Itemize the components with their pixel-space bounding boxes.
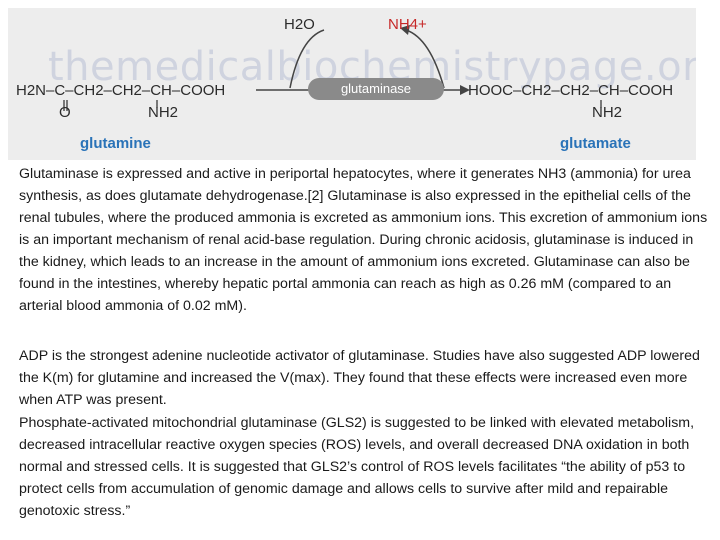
reaction-arrowhead xyxy=(460,85,470,95)
glutamine-formula: H2N–C–CH2–CH2–CH–COOH xyxy=(16,82,226,99)
paragraph-adp-activation: ADP is the strongest adenine nucleotide … xyxy=(19,348,700,408)
glutamate-formula: HOOC–CH2–CH2–CH–COOH xyxy=(468,82,674,99)
paragraph-glutaminase-expression: Glutaminase is expressed and active in p… xyxy=(19,166,708,314)
ammonium-label: NH4+ xyxy=(388,16,427,33)
glutamine-amine: NH2 xyxy=(148,104,179,121)
ammonium-arrowhead xyxy=(400,25,410,35)
glutamine-name: glutamine xyxy=(80,135,151,152)
glutamate-amine: NH2 xyxy=(592,104,623,121)
water-label: H2O xyxy=(284,16,315,33)
paragraph-gls2-ros: Phosphate-activated mitochondrial glutam… xyxy=(19,415,695,519)
glutamine-oxygen: O xyxy=(59,104,71,121)
enzyme-label: glutaminase xyxy=(308,78,444,100)
reaction-figure: themedicalbiochemistrypage.org H2O NH4+ … xyxy=(8,8,696,160)
glutamate-name: glutamate xyxy=(560,135,631,152)
water-in-arrow xyxy=(289,29,325,89)
ammonium-out-arrow xyxy=(405,29,445,89)
